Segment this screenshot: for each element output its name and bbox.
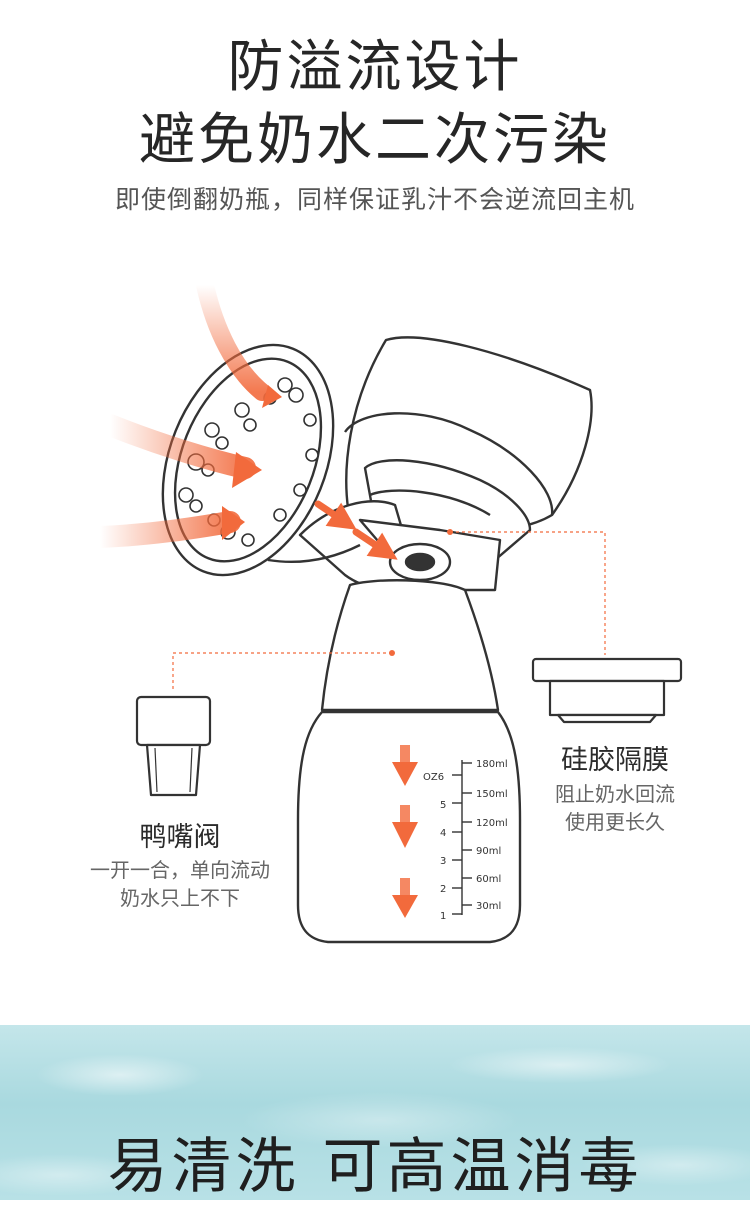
ml-tick: 30ml xyxy=(476,901,501,912)
ml-tick: 120ml xyxy=(476,818,508,829)
silicone-diaphragm-desc-line1: 阻止奶水回流 xyxy=(555,782,675,806)
silicone-diaphragm-drawing xyxy=(531,657,683,724)
oz-tick: 1 xyxy=(440,911,446,922)
page-subtitle: 即使倒翻奶瓶，同样保证乳汁不会逆流回主机 xyxy=(114,185,635,214)
duckbill-valve-desc-line2: 奶水只上不下 xyxy=(120,886,240,910)
page-title-line1: 防溢流设计 xyxy=(227,35,523,100)
leader-lines xyxy=(172,531,606,690)
oz-tick: 5 xyxy=(440,800,446,811)
bottle-scale-labels: OZ6 5 4 3 2 1 180ml 150ml 120ml 90ml 60m… xyxy=(423,759,508,922)
breast-pump-illustration: OZ6 5 4 3 2 1 180ml 150ml 120ml 90ml 60m… xyxy=(89,276,683,944)
duckbill-valve-title: 鸭嘴阀 xyxy=(139,822,221,853)
silicone-diaphragm-desc-line2: 使用更长久 xyxy=(565,810,665,834)
leader-dot xyxy=(389,650,395,656)
ml-tick: 180ml xyxy=(476,759,508,770)
duckbill-valve-drawing xyxy=(135,695,212,797)
bottle-scale xyxy=(452,760,472,915)
oz-label: OZ6 xyxy=(423,772,444,783)
water-background xyxy=(0,1025,750,1200)
motor-unit xyxy=(344,336,593,562)
page-title-line2: 避免奶水二次污染 xyxy=(139,108,611,173)
down-flow-arrows xyxy=(392,745,418,918)
ml-tick: 150ml xyxy=(476,789,508,800)
oz-tick: 4 xyxy=(440,828,446,839)
ml-tick: 60ml xyxy=(476,874,501,885)
incoming-flow-arrows xyxy=(89,276,398,560)
silicone-diaphragm-title: 硅胶隔膜 xyxy=(561,745,669,776)
leader-dot xyxy=(447,529,453,535)
ml-tick: 90ml xyxy=(476,846,501,857)
footer-banner: 易清洗 可高温消毒 xyxy=(107,1132,643,1202)
oz-tick: 2 xyxy=(440,884,446,895)
oz-tick: 3 xyxy=(440,856,446,867)
duckbill-valve-desc-line1: 一开一合，单向流动 xyxy=(90,858,270,882)
